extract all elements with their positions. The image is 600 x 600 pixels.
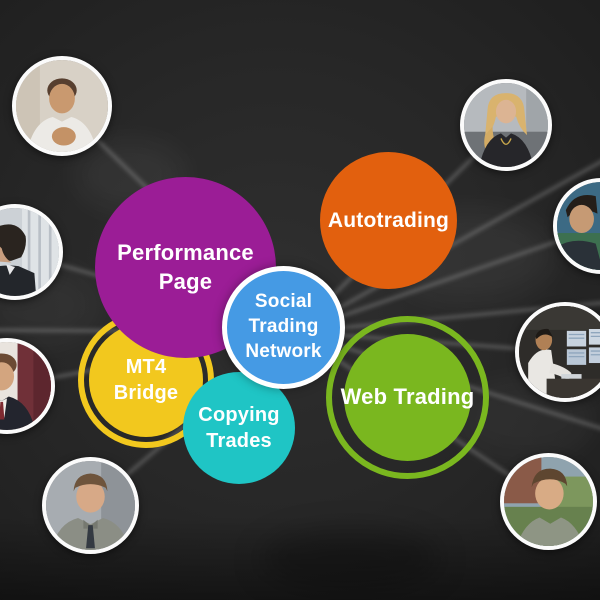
avatar-blonde-woman-office	[460, 79, 552, 171]
node-label: Web Trading	[340, 384, 475, 410]
member-photo	[519, 306, 600, 398]
member-photo	[557, 182, 600, 270]
avatar-trader-at-monitors	[515, 302, 600, 402]
node-autotrading: Autotrading	[320, 152, 457, 289]
member-photo	[16, 60, 108, 152]
member-photo	[0, 208, 59, 296]
avatar-young-man-outdoor	[500, 453, 597, 550]
member-photo	[0, 342, 51, 430]
member-photo	[46, 461, 135, 550]
avatar-man-dark-hair-blue-backdrop	[553, 178, 600, 274]
avatar-man-white-shirt	[12, 56, 112, 156]
avatar-man-profile-dark-suit	[0, 204, 63, 300]
member-photo	[504, 457, 593, 546]
node-social-trading-network: Social Trading Network	[222, 266, 345, 389]
node-label: Copying Trades	[198, 404, 280, 452]
avatar-man-dark-suit-red-backdrop	[0, 338, 55, 434]
member-photo	[464, 83, 548, 167]
node-label: MT4 Bridge	[113, 356, 179, 404]
node-web-trading: Web Trading	[341, 334, 474, 461]
node-label: Autotrading	[327, 208, 450, 232]
avatar-man-gray-shirt-tie	[42, 457, 139, 554]
node-label: Social Trading Network	[245, 291, 322, 362]
